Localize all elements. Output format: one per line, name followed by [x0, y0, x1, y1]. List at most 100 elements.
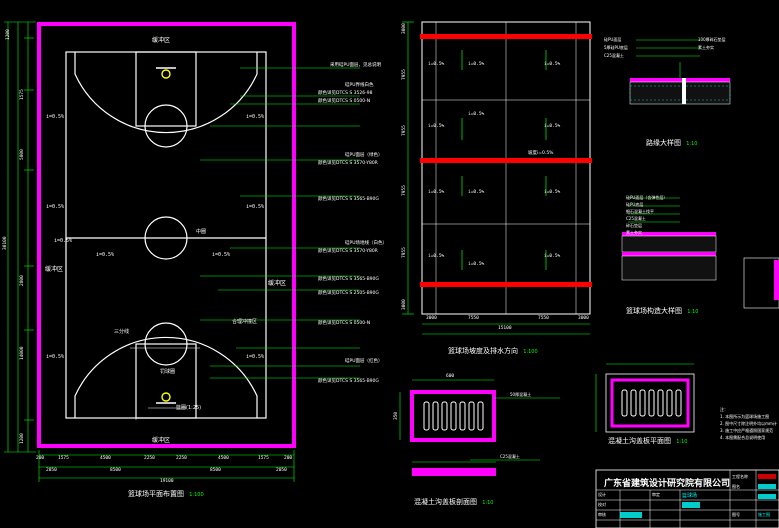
- drain-section-bar: [412, 468, 496, 476]
- court-left-dim: 14000: [20, 346, 25, 360]
- court-boundary-magenta: [37, 22, 296, 448]
- top-three-point-line: [74, 52, 258, 134]
- court-dim: 4500: [100, 456, 111, 461]
- court-callout: 颜色详见DTCS S 0500-N: [318, 99, 371, 104]
- drain-section-note: 50厚混凝土: [510, 392, 532, 397]
- court-left-dim: 1200: [6, 29, 11, 40]
- curb-notes: 硅PU面层 5厚硅PU底层 C25混凝土: [604, 36, 628, 60]
- court-dim: 4500: [218, 456, 229, 461]
- general-note: 1. 本图所示为篮球场施工图: [720, 414, 770, 419]
- court-slope: i=0.5%: [46, 354, 65, 360]
- drain-section-title: 混凝土沟盖板剖面图 1:10: [414, 497, 493, 507]
- curb-notes-right: 100厚碎石垫层 素土夯实: [698, 36, 726, 52]
- drainage-plan: [402, 21, 592, 335]
- title-field: 工程名称: [732, 474, 748, 479]
- court-left-total: 30100: [3, 236, 8, 250]
- court-callout: 硅PU场地线（白色）: [345, 241, 388, 246]
- court-slope: i=0.5%: [54, 238, 73, 244]
- drainage-plan-scale: 1:100: [523, 349, 538, 355]
- drain-section-scale: 1:10: [482, 500, 494, 506]
- free-throw-label: 罚球圈: [160, 369, 176, 375]
- layers-note: 碎石垫层: [626, 223, 642, 228]
- court-callout: 硅PU面层（绿色）: [345, 153, 383, 158]
- drainage-dimensions: [402, 21, 590, 335]
- drain-total-dim: 15100: [498, 326, 512, 331]
- drain-plan-scale: 1:10: [676, 439, 688, 445]
- layers-detail: [621, 197, 779, 309]
- curb-note: 100厚碎石垫层: [698, 37, 726, 42]
- layers-note: 素土夯实: [626, 230, 642, 235]
- general-note: 3. 施工中应严格遵照国家规范: [720, 428, 774, 433]
- court-dim: 2250: [176, 456, 187, 461]
- drain-slope: i=0.5%: [468, 262, 485, 267]
- drain-left-dim: 7955: [402, 69, 407, 80]
- drain-channel-2: [420, 158, 592, 163]
- court-callout: 颜色详见DTCS S 3570-Y80R: [318, 249, 378, 254]
- basket-label: 篮圈(1:25): [176, 405, 202, 411]
- drain-slope: i=0.5%: [544, 190, 561, 195]
- court-dim: 1575: [258, 456, 269, 461]
- court-left-dim: 5800: [20, 149, 25, 160]
- court-slope: i=0.5%: [212, 252, 231, 258]
- curb-joint: [682, 78, 686, 104]
- court-callout: 颜色详见DTCS S 3565-B90G: [318, 277, 379, 282]
- left-zone-label: 缓冲区: [45, 266, 64, 273]
- drain-dim: 3000: [578, 316, 589, 321]
- curb-detail-title-text: 路缘大样图: [646, 139, 681, 147]
- layers-note: 硅PU面层（含弹性层）: [626, 195, 668, 200]
- curb-top-layer: [630, 78, 730, 82]
- curb-note: C25混凝土: [604, 53, 624, 58]
- layers-detail-title: 篮球场构造大样图 1:10: [626, 306, 698, 316]
- court-plan-title-text: 篮球场平面布置图: [128, 490, 184, 498]
- court-left-dim: 1575: [20, 89, 25, 100]
- drain-section-title-text: 混凝土沟盖板剖面图: [414, 498, 477, 506]
- drain-plan-right: [595, 363, 695, 433]
- bottom-free-throw-circle: [144, 322, 188, 366]
- layers-detail-title-text: 篮球场构造大样图: [626, 307, 682, 315]
- company-name: 广东省建筑设计研究院有限公司: [604, 479, 731, 489]
- drain-slope: i=0.5%: [428, 62, 445, 67]
- general-note: 4. 本图需配合总说明使用: [720, 435, 766, 440]
- court-dim: 200: [284, 456, 293, 461]
- court-callout: 硅PU面层（红色）: [345, 359, 383, 364]
- drain-left-dim: 3000: [402, 23, 407, 34]
- curb-detail: [629, 39, 731, 105]
- drain-cover-slots: [423, 401, 484, 431]
- drainage-plan-title: 篮球场坡度及排水方向 1:100: [448, 346, 538, 356]
- layers-note: 硅PU底层: [626, 202, 644, 207]
- bottom-three-point-line: [74, 336, 258, 418]
- title-field: 审定: [652, 492, 660, 497]
- bottom-zone-label: 缓冲区: [152, 437, 171, 444]
- top-free-throw-circle: [144, 104, 188, 148]
- court-bottom-dimensions: [38, 450, 295, 482]
- drain-channel-1: [420, 34, 592, 39]
- drain-cover-dim: 350: [394, 411, 399, 420]
- drain-section-note: C25混凝土: [500, 454, 520, 459]
- drain-slope: i=0.5%: [468, 190, 485, 195]
- drainage-slope-arrows: [461, 50, 547, 270]
- court-dim: 2050: [276, 468, 287, 473]
- court-left-dim: 1200: [20, 433, 25, 444]
- curb-detail-title: 路缘大样图 1:10: [646, 138, 697, 148]
- title-field: 审核: [598, 512, 606, 517]
- court-plan-scale: 1:100: [189, 492, 204, 498]
- general-notes-heading: 注：: [720, 407, 728, 412]
- drain-slope: i=0.5%: [468, 62, 485, 67]
- drain-left-dim: 7955: [402, 185, 407, 196]
- drain-plan-title-text: 混凝土沟盖板平面图: [608, 437, 671, 445]
- court-dim: 1575: [58, 456, 69, 461]
- court-plan: [4, 21, 360, 482]
- drain-note: 坡度i=0.5%: [528, 151, 554, 156]
- court-callout: 颜色详见DTCS S 3570-Y80R: [318, 161, 378, 166]
- court-left-dim: 2800: [20, 275, 25, 286]
- drain-slope: i=0.5%: [428, 254, 445, 259]
- sheet-label: 施工图: [758, 512, 770, 517]
- drain-cover-plan: [399, 379, 560, 476]
- court-left-dimensions: [4, 21, 36, 453]
- court-leader-lines: [200, 67, 360, 379]
- curb-note: 素土夯实: [698, 45, 714, 50]
- layers-top: [622, 232, 716, 236]
- drain-slope: i=0.5%: [544, 254, 561, 259]
- title-field: 校对: [598, 502, 606, 507]
- top-key: [135, 51, 197, 127]
